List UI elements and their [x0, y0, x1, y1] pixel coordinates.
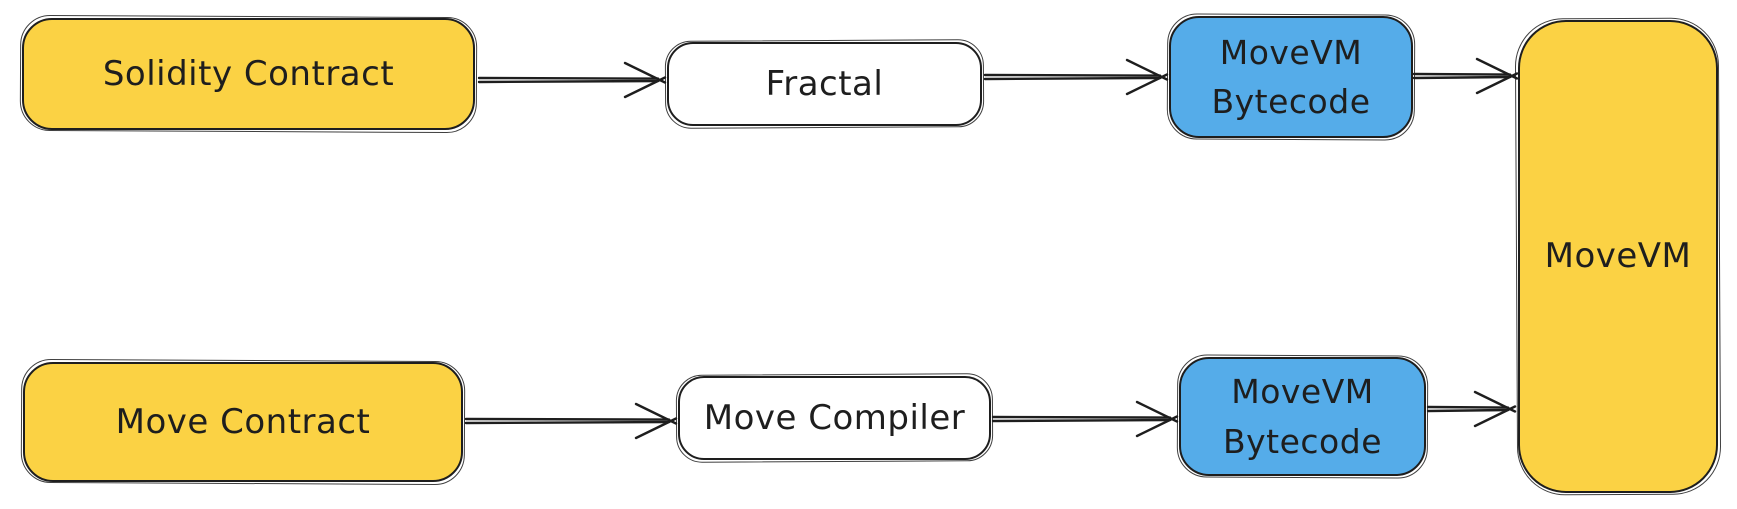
node-move-contract-label: Move Contract: [115, 401, 371, 442]
node-movevm-bytecode-top: MoveVM Bytecode: [1169, 16, 1413, 138]
node-move-contract: Move Contract: [23, 362, 463, 482]
node-move-compiler-label: Move Compiler: [703, 397, 966, 438]
node-movevm-bytecode-bottom: MoveVM Bytecode: [1179, 357, 1426, 476]
edge-fractal-to-movevm-bytecode-top: [983, 58, 1169, 96]
node-movevm: MoveVM: [1518, 20, 1718, 493]
node-movevm-label: MoveVM: [1544, 236, 1692, 276]
edge-solidity-contract-to-fractal: [477, 61, 667, 99]
node-move-compiler: Move Compiler: [678, 376, 991, 460]
node-movevm-bytecode-top-label: MoveVM Bytecode: [1211, 32, 1371, 122]
node-fractal: Fractal: [667, 42, 982, 126]
node-solidity-contract-label: Solidity Contract: [102, 53, 395, 94]
edge-movevm-bytecode-top-to-movevm: [1412, 57, 1519, 95]
edge-movevm-bytecode-bottom-to-movevm: [1426, 390, 1517, 428]
node-movevm-bytecode-bottom-label: MoveVM Bytecode: [1223, 372, 1382, 461]
edge-move-contract-to-move-compiler: [464, 402, 678, 440]
node-fractal-label: Fractal: [765, 63, 884, 104]
edge-move-compiler-to-movevm-bytecode-bottom: [991, 400, 1179, 438]
node-solidity-contract: Solidity Contract: [22, 18, 475, 130]
